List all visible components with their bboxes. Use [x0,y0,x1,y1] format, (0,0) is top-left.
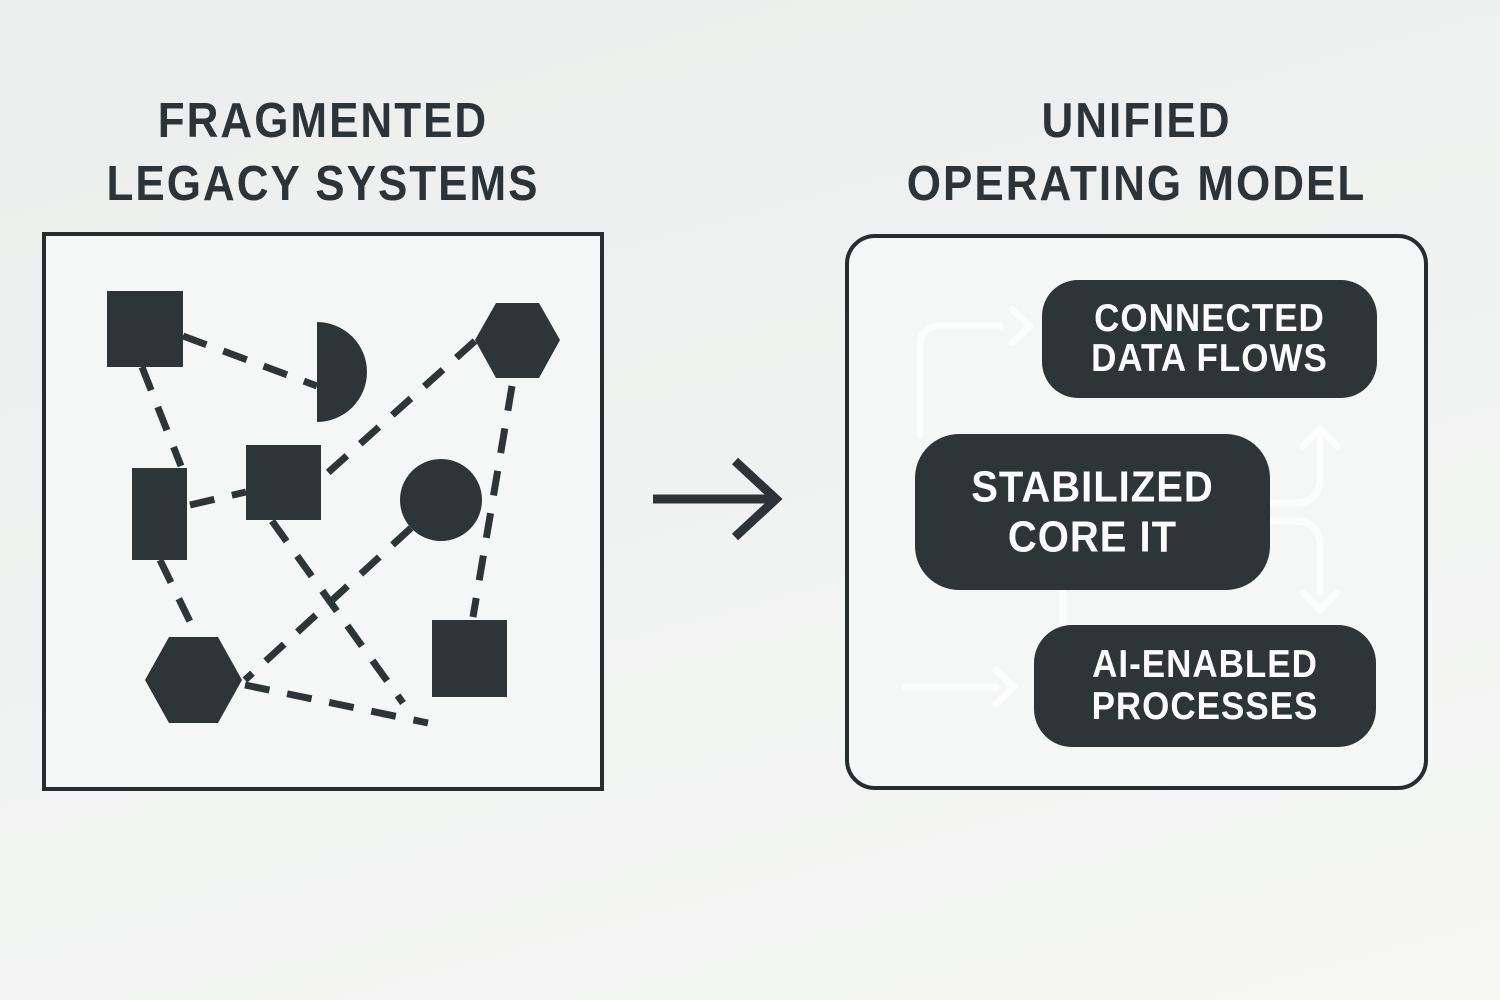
node-ai-enabled-processes: AI-ENABLED PROCESSES [1034,625,1376,747]
arrow-chevron [731,457,783,541]
transformation-arrow-icon [653,457,783,541]
right-title-line1: UNIFIED [1041,93,1232,149]
node-connected-line2: DATA FLOWS [1091,337,1328,380]
legacy-systems-panel [42,232,604,791]
node-connected-data-flows: CONNECTED DATA FLOWS [1042,280,1377,398]
right-title-line2: OPERATING MODEL [906,156,1367,211]
left-title-line1: FRAGMENTED [157,93,489,149]
left-panel-title: FRAGMENTED LEGACY SYSTEMS [42,90,604,215]
right-panel-title: UNIFIED OPERATING MODEL [845,90,1428,215]
node-core-line2: CORE IT [1007,512,1178,562]
node-stabilized-core-it: STABILIZED CORE IT [915,434,1270,590]
left-title-line2: LEGACY SYSTEMS [106,156,540,211]
node-core-line1: STABILIZED [971,462,1214,512]
node-ai-line1: AI-ENABLED [1092,643,1318,686]
node-connected-line1: CONNECTED [1094,297,1325,340]
node-ai-line2: PROCESSES [1091,685,1319,728]
